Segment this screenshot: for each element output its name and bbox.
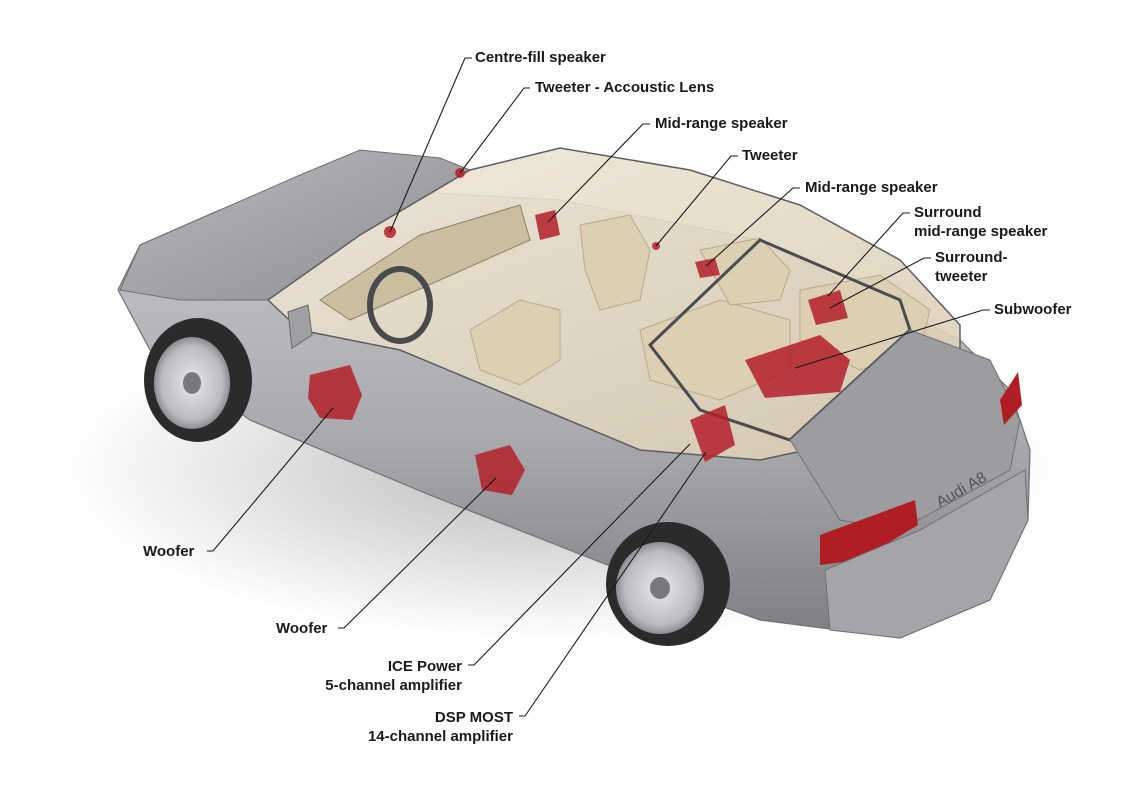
label-surround-mid-line2: mid-range speaker xyxy=(914,223,1048,240)
label-surround-tweeter: Surround- tweeter xyxy=(935,248,1008,286)
car-hood xyxy=(119,149,472,301)
label-tweeter: Tweeter xyxy=(742,147,798,164)
label-dsp-most-amplifier: DSP MOST 14-channel amplifier xyxy=(330,708,513,746)
woofer-front-speaker xyxy=(308,365,362,420)
label-dsp-line1: DSP MOST xyxy=(434,709,513,726)
label-mid-range-speaker-front: Mid-range speaker xyxy=(655,115,788,132)
label-surround-tweeter-line2: tweeter xyxy=(935,268,988,285)
label-subwoofer: Subwoofer xyxy=(994,301,1072,318)
leader-lines xyxy=(207,57,990,717)
surround-speaker xyxy=(808,290,848,325)
label-woofer-rear: Woofer xyxy=(276,620,328,637)
car-trunk xyxy=(789,329,1021,531)
midrange-front-speaker xyxy=(535,210,560,240)
side-mirror xyxy=(287,304,313,349)
rear-bumper xyxy=(824,469,1029,639)
label-centre-fill-speaker: Centre-fill speaker xyxy=(475,49,606,66)
label-ice-line1: ICE Power xyxy=(387,658,462,675)
label-woofer-front: Woofer xyxy=(143,543,195,560)
label-ice-line2: 5-channel amplifier xyxy=(325,677,462,694)
label-ice-power-amplifier: ICE Power 5-channel amplifier xyxy=(300,657,462,695)
steering-wheel xyxy=(367,266,433,344)
tail-light-right xyxy=(1000,372,1022,425)
subwoofer-box xyxy=(745,335,850,398)
label-tweeter-acoustic-lens: Tweeter - Accoustic Lens xyxy=(535,79,715,96)
front-wheel xyxy=(144,318,252,442)
rear-wheel xyxy=(606,522,730,646)
woofer-rear-speaker xyxy=(475,445,525,495)
label-mid-range-speaker-rear: Mid-range speaker xyxy=(805,179,938,196)
tail-light-left xyxy=(820,500,918,565)
midrange-rear-speaker xyxy=(695,258,720,278)
label-surround-mid-range-speaker: Surround mid-range speaker xyxy=(914,203,1047,241)
label-surround-tweeter-line1: Surround- xyxy=(935,249,1008,266)
speaker-components xyxy=(308,168,850,495)
label-surround-mid-line1: Surround xyxy=(914,204,982,221)
label-dsp-line2: 14-channel amplifier xyxy=(367,728,513,745)
ice-amplifier xyxy=(690,405,735,462)
